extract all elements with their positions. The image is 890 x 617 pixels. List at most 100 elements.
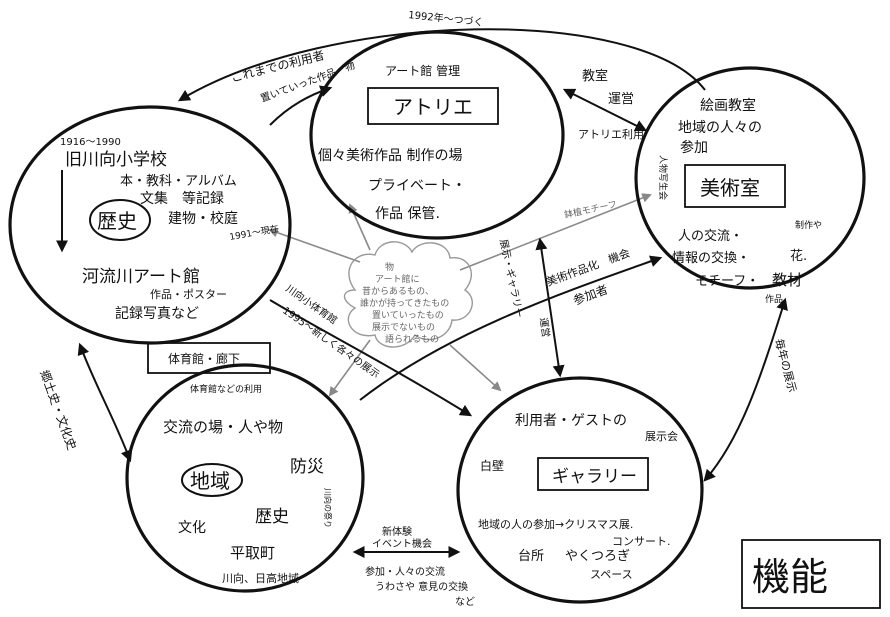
gallery-line5: スペース — [590, 568, 633, 581]
label-new-exp: 新体験 — [382, 525, 412, 538]
history-to-gallery-arrow — [269, 299, 473, 417]
history-label: 歴史 — [97, 209, 137, 233]
artroom-line7: 作品 — [765, 293, 783, 305]
atelier-header: アート館 管理 — [385, 63, 460, 78]
atelier-label: アトリエ — [393, 95, 473, 119]
label-exhibit-manage: 展示・ギャラリー — [497, 238, 525, 319]
label-local-history: 郷土史・文化史 — [37, 368, 80, 452]
cloud-connectors — [268, 193, 652, 397]
artroom-line5: 情報の交換・ — [672, 250, 750, 266]
artroom-line2: 地域の人々の — [678, 120, 762, 136]
history-items2: 文集 等記録 — [140, 190, 224, 207]
history-label-ring — [89, 199, 151, 241]
label-operation: 運営 — [608, 92, 634, 107]
label-bottom3: など — [455, 596, 475, 608]
history-museum-items: 作品・ポスター — [150, 288, 227, 301]
gallery-header2: 展示会 — [645, 430, 678, 443]
artroom-line6b: 教材 — [772, 271, 802, 289]
region-label: 地域 — [190, 469, 230, 493]
history-items1: 本・教科・アルバム — [120, 173, 237, 189]
history-school: 旧川向小学校 — [65, 150, 167, 170]
gallery-line1: 地域の人の参加→クリスマス展. — [478, 517, 633, 531]
hall-label: 体育館・廊下 — [168, 351, 240, 366]
region-label-ring — [181, 463, 243, 497]
gallery-label-box — [537, 457, 649, 491]
cloud-line6: 展示でないもの — [372, 322, 435, 333]
label-bottom2: うわさや 意見の交換 — [375, 580, 468, 593]
region-line4: 平取町 — [230, 544, 275, 562]
region-header: 体育館などの利用 — [190, 383, 262, 395]
title-box — [741, 539, 881, 609]
cloud-to-region-arrow — [328, 339, 371, 397]
region-line1: 交流の場・人や物 — [163, 418, 283, 436]
history-items3: 建物・校庭 — [168, 210, 238, 227]
cloud-to-history-arrow — [268, 228, 361, 263]
label-participants: 参加者 — [571, 281, 610, 307]
cloud-line7: 語られるもの — [385, 333, 439, 345]
artroom-line5b: 花. — [790, 248, 807, 264]
atelier-line3: 作品 保管. — [375, 206, 440, 222]
gallery-line4: やくつろぎ — [565, 549, 630, 564]
gallery-label: ギャラリー — [552, 467, 637, 487]
label-classroom: 教室 — [582, 68, 608, 84]
artroom-line1: 絵画教室 — [700, 97, 756, 114]
history-years: 1916～1990 — [60, 137, 121, 148]
history-to-atelier-arrow — [269, 85, 333, 126]
label-atelier-use: アトリエ利用 — [578, 128, 644, 141]
history-records: 記録写真など — [115, 305, 199, 322]
region-circle — [125, 363, 365, 593]
gallery-side: 白壁 — [480, 458, 504, 473]
label-yearly: 毎年の展示 — [772, 337, 800, 394]
cloud-line1: 物 — [385, 261, 394, 273]
cloud: 物 アート館に 昔からあるもの、 誰かが持ってきたもの 置いていったもの 展示で… — [343, 241, 473, 348]
label-art-reflect: 美術作品化 機会 — [544, 246, 631, 289]
artroom-line3: 参加 — [680, 139, 708, 156]
atelier-label-box — [367, 87, 499, 125]
label-bottom1: 参加・人々の交流 — [365, 565, 445, 578]
region-side2: 川向の祭り — [323, 488, 333, 528]
region-line3: 歴史 — [255, 507, 289, 527]
top-long-arrow — [177, 28, 706, 102]
atelier-artroom-arrow — [562, 88, 648, 132]
gallery-line2: コンサート. — [612, 535, 671, 548]
region-line2: 文化 — [178, 520, 206, 536]
region-node: 体育館などの利用 交流の場・人や物 地域 防災 川向の祭り 文化 歴史 平取町 … — [163, 383, 333, 585]
artroom-line6: モチーフ・ — [695, 274, 759, 289]
cloud-line5: 置いていったもの — [372, 310, 444, 321]
label-top: 1992年～つづく — [408, 8, 484, 29]
atelier-node: アート館 管理 アトリエ 個々美術作品 制作の場 プライベート・ 作品 保管. — [318, 63, 499, 222]
cloud-to-gallery-arrow — [449, 344, 502, 392]
artroom-line4b: 制作や — [795, 219, 822, 231]
atelier-circle — [309, 30, 565, 240]
region-side1: 防災 — [290, 457, 324, 477]
artroom-label: 美術室 — [700, 176, 760, 200]
cloud-line2: アート館に — [375, 273, 419, 285]
region-line5: 川向、日高地域 — [222, 571, 299, 585]
gallery-circle — [456, 376, 704, 604]
history-node: 1916～1990 旧川向小学校 本・教科・アルバム 文集 等記録 建物・校庭 … — [56, 137, 280, 322]
gallery-header1: 利用者・ゲストの — [515, 413, 627, 429]
connectors — [77, 28, 788, 558]
gallery-node: 利用者・ゲストの 展示会 白壁 ギャラリー 地域の人の参加→クリスマス展. コン… — [478, 413, 678, 581]
history-region-arrow — [77, 342, 133, 463]
label-event: イベント機会 — [372, 537, 432, 550]
region-to-artroom-arrow — [359, 255, 663, 401]
cloud-to-artroom-arrow — [459, 193, 652, 271]
atelier-line1: 個々美術作品 制作の場 — [318, 148, 462, 164]
artroom-node: 絵画教室 地域の人々の 参加 人物写生会 美術室 人の交流・ 制作や 情報の交換… — [657, 97, 822, 305]
artroom-side: 人物写生会 — [657, 155, 669, 200]
artroom-gallery-arrow — [703, 297, 788, 482]
label-operation2: 運営 — [537, 317, 553, 339]
gallery-line3: 台所 — [518, 549, 544, 564]
artroom-circle — [634, 66, 866, 290]
artroom-label-box — [684, 164, 786, 208]
hall-box — [147, 342, 271, 374]
cloud-line3: 昔からあるもの、 — [362, 286, 434, 297]
cloud-line4: 誰かが持ってきたもの — [360, 297, 449, 309]
label-motif: 鉢植モチーフ — [563, 198, 618, 221]
atelier-line2: プライベート・ — [368, 178, 466, 194]
atelier-gallery-arrow — [535, 237, 565, 378]
artroom-line4: 人の交流・ — [678, 228, 743, 244]
history-museum: 河流川アート館 — [82, 267, 200, 287]
